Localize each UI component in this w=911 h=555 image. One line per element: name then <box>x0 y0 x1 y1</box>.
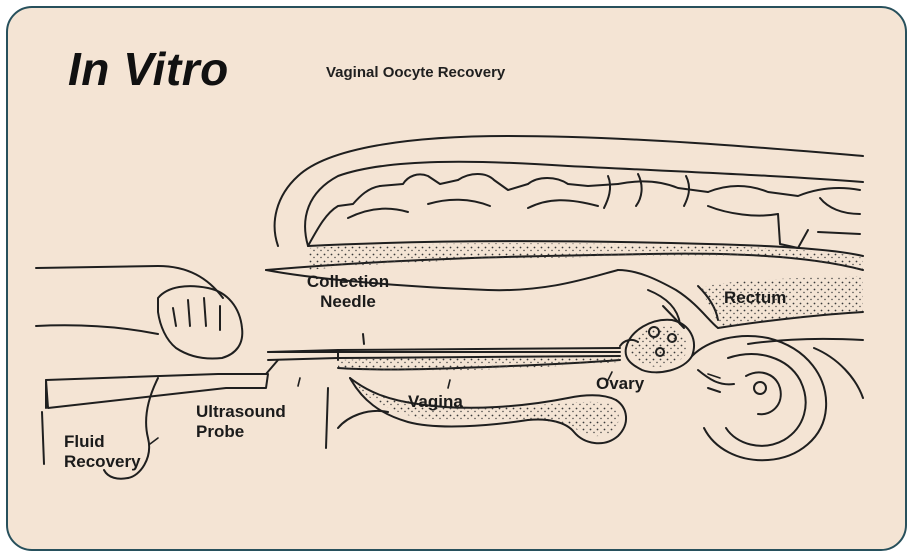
slide: In Vitro Vaginal Oocyte Recovery <box>6 6 907 551</box>
hand <box>158 286 242 358</box>
label-ultrasound-probe: Ultrasound Probe <box>196 402 314 442</box>
label-fluid-recovery: Fluid Recovery <box>64 432 174 472</box>
left-arm <box>36 266 223 298</box>
label-collection-needle: Collection Needle <box>292 272 404 312</box>
vertebrae <box>308 174 860 248</box>
label-ovary: Ovary <box>596 374 644 394</box>
label-vagina: Vagina <box>408 392 463 412</box>
stipple-ovary <box>630 326 687 367</box>
stipple-vagina-lower <box>358 386 619 436</box>
label-rectum: Rectum <box>724 288 786 308</box>
back-outline <box>275 136 863 246</box>
